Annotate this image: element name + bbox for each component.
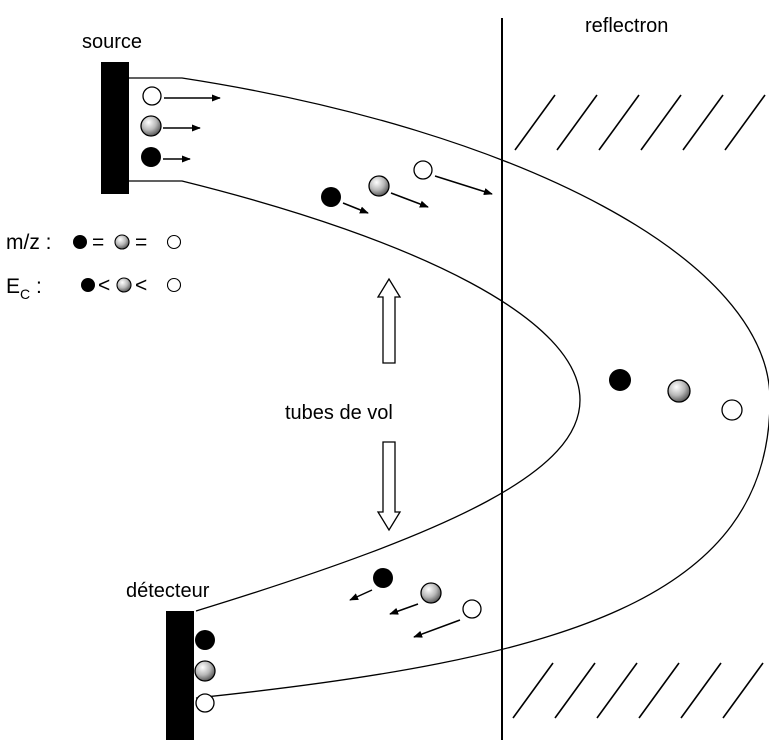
velocity-arrow (390, 192, 429, 208)
reflectron-hatching-bottom (512, 662, 764, 719)
ions-at-detector (194, 630, 216, 713)
ions-in-flight-out (321, 160, 493, 214)
light-ion (721, 399, 743, 421)
ions-at-source (140, 86, 221, 167)
legend-mz: m/z : = = (6, 231, 182, 254)
medium-ion (420, 582, 442, 604)
light-ion (142, 86, 162, 106)
reflectron-label: reflectron (585, 15, 668, 37)
medium-ion (140, 115, 162, 137)
heavy-ion (81, 278, 95, 292)
ions-in-flight-back (349, 568, 482, 638)
heavy-ion (373, 568, 393, 588)
detector-plate (166, 611, 194, 740)
velocity-arrow (434, 175, 493, 195)
hollow-arrow-down (376, 441, 402, 532)
hollow-arrow-up (376, 277, 402, 364)
heavy-ion (609, 369, 631, 391)
legend-mz-relation: = (135, 231, 147, 254)
legend-mz-label: m/z : (6, 231, 52, 254)
velocity-arrow (413, 619, 461, 638)
flight-tube-outer-wall (129, 77, 769, 699)
heavy-ion (321, 187, 341, 207)
heavy-ion (141, 147, 161, 167)
reflectron-hatching-top (514, 94, 766, 151)
light-ion (166, 234, 182, 250)
medium-ion (667, 379, 691, 403)
light-ion (166, 277, 182, 293)
legend-mz-relation: = (92, 231, 104, 254)
legend-ec-relation: < (98, 274, 110, 297)
ions-in-reflectron (609, 369, 743, 421)
medium-ion (116, 277, 132, 293)
source-label: source (82, 31, 142, 53)
heavy-ion (73, 235, 87, 249)
legend-ec-label: EC : (6, 275, 42, 302)
legend-ec-relation: < (135, 274, 147, 297)
medium-ion (114, 234, 130, 250)
medium-ion (194, 660, 216, 682)
flight-tubes-label: tubes de vol (285, 402, 393, 424)
velocity-arrow (349, 589, 373, 601)
legend-ec: EC : < < (6, 274, 182, 302)
source-plate (101, 62, 129, 194)
light-ion (462, 599, 482, 619)
light-ion (195, 693, 215, 713)
velocity-arrow (342, 202, 369, 214)
heavy-ion (195, 630, 215, 650)
flight-tube-inner-wall (129, 180, 581, 612)
medium-ion (368, 175, 390, 197)
velocity-arrow (389, 603, 419, 615)
light-ion (413, 160, 433, 180)
detector-label: détecteur (126, 580, 210, 602)
